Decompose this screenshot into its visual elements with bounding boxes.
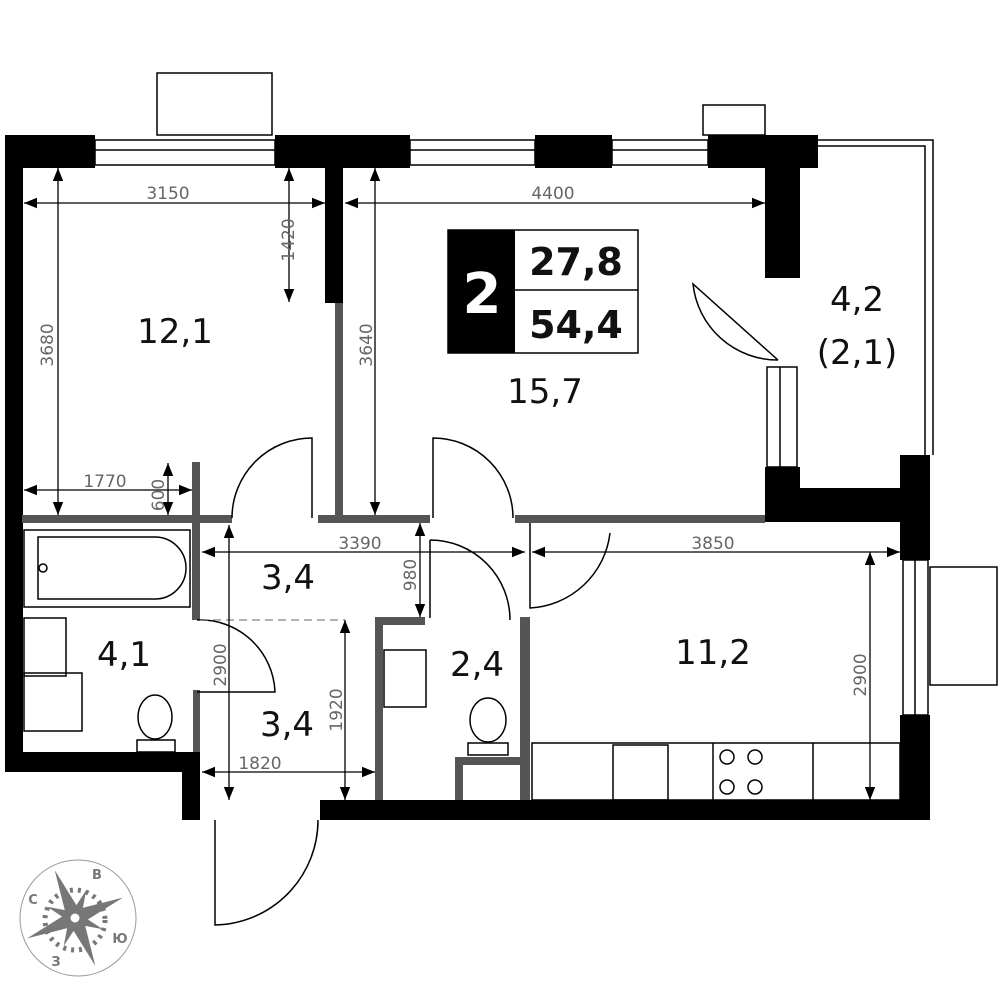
dim-label: 1420 bbox=[279, 218, 299, 261]
compass-west: З bbox=[51, 955, 60, 970]
toilet-fixture bbox=[469, 697, 507, 743]
room-area-balcony: 4,2 bbox=[830, 280, 884, 320]
room-area-bedroom: 12,1 bbox=[137, 312, 213, 352]
dim-label: 980 bbox=[401, 559, 421, 591]
room-area-toilet: 2,4 bbox=[450, 645, 504, 685]
doors bbox=[196, 282, 779, 926]
living-area: 27,8 bbox=[529, 240, 623, 284]
dim-label: 3640 bbox=[357, 323, 377, 366]
apartment-badge: 2 27,8 54,4 bbox=[447, 229, 639, 354]
washing-machine bbox=[23, 672, 83, 732]
dim-label: 2900 bbox=[851, 653, 871, 696]
compass-icon: С В Ю З bbox=[19, 859, 137, 977]
fixtures bbox=[23, 529, 901, 801]
compass-south: Ю bbox=[112, 932, 127, 947]
sink bbox=[383, 649, 427, 708]
total-area: 54,4 bbox=[529, 303, 623, 347]
compass-east: В bbox=[92, 868, 102, 883]
windows bbox=[94, 139, 929, 716]
room-area-hall: 3,4 bbox=[261, 558, 315, 598]
dim-label: 1770 bbox=[83, 472, 126, 492]
kitchen-sink bbox=[612, 744, 669, 801]
balcony-outline bbox=[800, 139, 934, 455]
room-area-balcony-reduced: (2,1) bbox=[817, 333, 898, 373]
outer-walls bbox=[5, 135, 930, 820]
kitchen-counter bbox=[531, 742, 901, 801]
stove bbox=[719, 749, 763, 795]
bathtub bbox=[23, 529, 191, 608]
dim-label: 600 bbox=[149, 479, 169, 511]
dim-label: 4400 bbox=[531, 184, 574, 204]
room-area-kitchen: 11,2 bbox=[675, 633, 751, 673]
interior-walls bbox=[22, 303, 765, 800]
ac-unit-box bbox=[702, 104, 766, 136]
compass-north: С bbox=[28, 893, 38, 908]
room-area-bathroom: 4,1 bbox=[97, 635, 151, 675]
sink bbox=[23, 617, 67, 677]
dimension-lines bbox=[24, 168, 900, 800]
dim-label: 3390 bbox=[338, 534, 381, 554]
dim-label: 3150 bbox=[146, 184, 189, 204]
room-area-living-room: 15,7 bbox=[507, 372, 583, 412]
room-count: 2 bbox=[463, 262, 502, 327]
dim-label: 3680 bbox=[38, 323, 58, 366]
ac-unit-box bbox=[156, 72, 273, 136]
dim-label: 1820 bbox=[238, 754, 281, 774]
dim-label: 1920 bbox=[327, 688, 347, 731]
ac-unit-box bbox=[929, 566, 998, 686]
toilet-fixture bbox=[137, 694, 173, 740]
dim-label: 2900 bbox=[211, 643, 231, 686]
dim-label: 3850 bbox=[691, 534, 734, 554]
room-area-corridor: 3,4 bbox=[260, 705, 314, 745]
dimension-labels: 3150 1420 3680 4400 3640 1770 600 3390 9… bbox=[38, 184, 871, 774]
